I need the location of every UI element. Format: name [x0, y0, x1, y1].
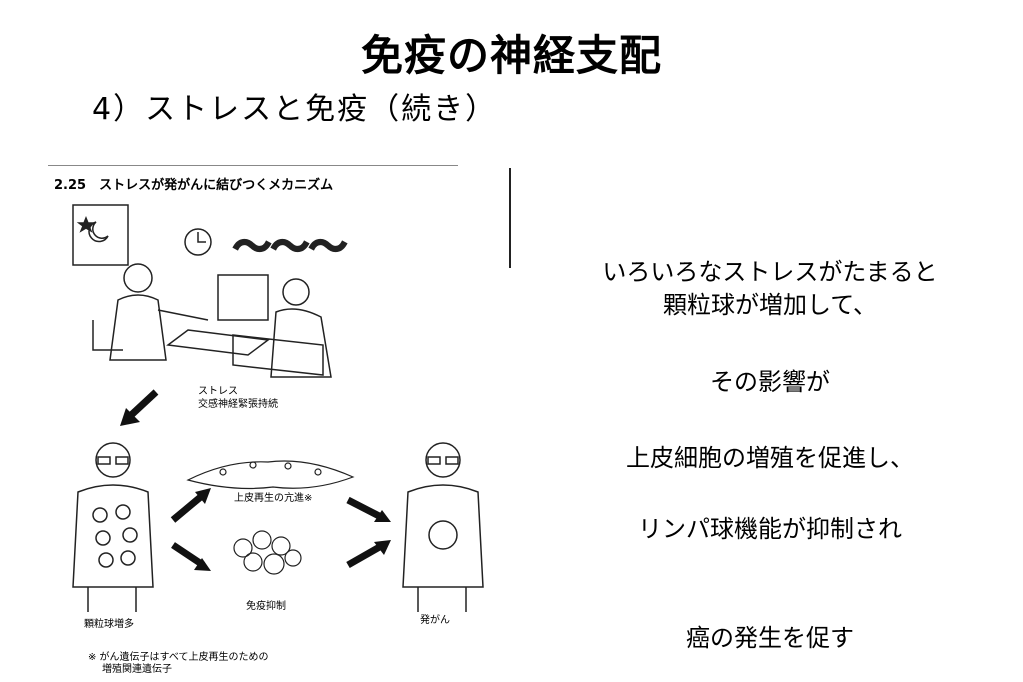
figure-footnote: ※ がん遺伝子はすべて上皮再生のための 増殖関連遺伝子 — [88, 652, 269, 675]
computer-monitor-icon — [217, 274, 269, 321]
granulocyte-label: 顆粒球増多 — [84, 619, 134, 630]
worker-head-left — [123, 263, 153, 293]
figure-illustration: 〜〜〜 — [72, 204, 484, 612]
explanation-line-1: いろいろなストレスがたまると — [602, 258, 938, 286]
immune-label: 免疫抑制 — [246, 601, 286, 612]
explanation-line-4: 上皮細胞の増殖を促進し、 — [626, 444, 914, 472]
slide-subtitle: 4）ストレスと免疫（続き） — [92, 92, 498, 127]
figure-top-rule — [48, 165, 458, 166]
tumor-icon — [428, 520, 458, 550]
explanation-line-5: リンパ球機能が抑制され — [638, 515, 902, 543]
window-night — [72, 204, 129, 266]
arrow-down-left — [125, 389, 159, 421]
office-scene: 〜〜〜 — [72, 204, 348, 378]
stress-label: ストレス 交感神経緊張持続 — [198, 386, 278, 410]
granulocyte-person — [72, 442, 154, 612]
worker-head-right — [282, 278, 310, 306]
epithelial-cells — [186, 460, 355, 490]
arrow-to-immune — [171, 542, 205, 568]
arrow-epithelial-to-cancer — [346, 496, 385, 522]
slide-title: 免疫の神経支配 — [360, 31, 662, 80]
keyboard-desk — [166, 329, 270, 356]
stress-graffiti-icon: 〜〜〜 — [233, 225, 347, 269]
explanation-line-6: 癌の発生を促す — [686, 624, 854, 652]
epithelial-label: 上皮再生の亢進※ — [234, 493, 313, 504]
arrow-immune-to-cancer — [346, 541, 385, 569]
vertical-divider — [509, 168, 511, 268]
explanation-line-3: その影響が — [710, 368, 830, 396]
star-icon — [76, 215, 96, 233]
arrow-to-epithelial — [170, 492, 206, 523]
explanation-line-2: 顆粒球が増加して、 — [662, 291, 878, 319]
figure-caption: 2.25 ストレスが発がんに結びつくメカニズム — [54, 178, 334, 193]
cancer-person — [402, 442, 484, 612]
chair-icon — [92, 320, 123, 351]
cancer-label: 発がん — [420, 615, 450, 626]
stress-cancer-figure: 2.25 ストレスが発がんに結びつくメカニズム 〜〜〜 — [48, 160, 510, 682]
clock-icon — [184, 228, 212, 256]
suppressed-lymphocytes — [233, 530, 302, 575]
